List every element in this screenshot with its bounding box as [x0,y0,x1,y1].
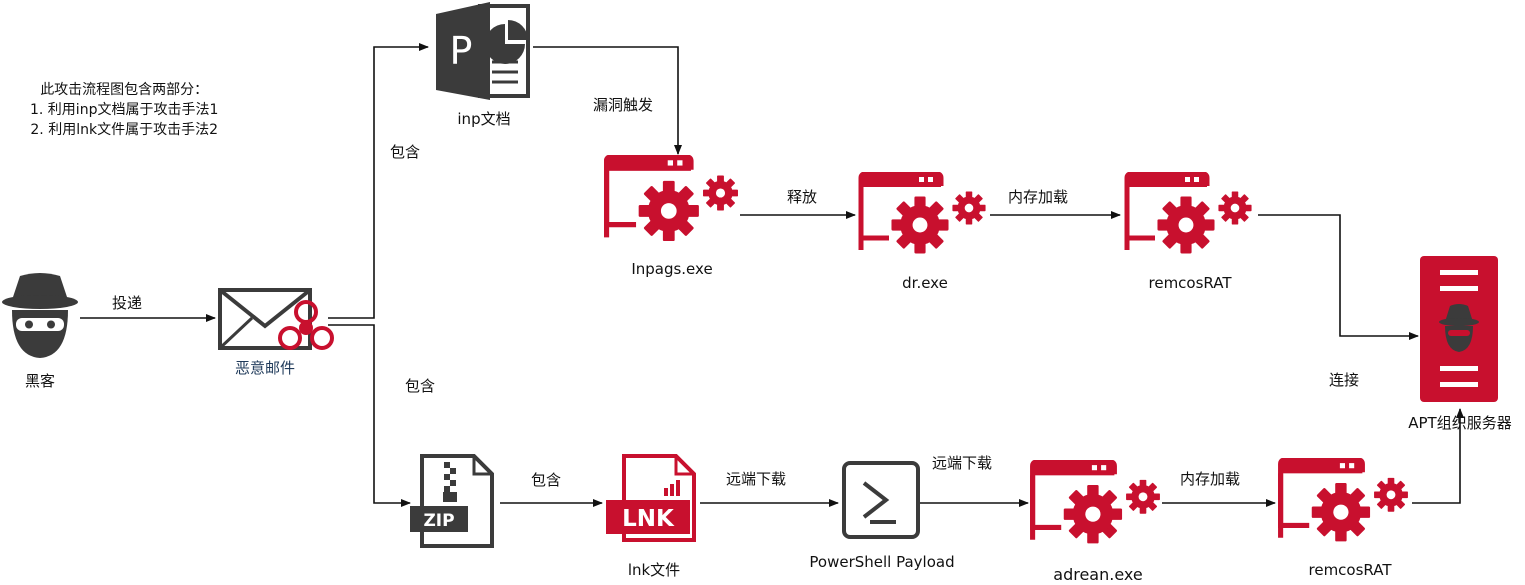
inpags-label: Inpags.exe [631,260,712,278]
edge-label-deliver: 投递 [112,294,142,312]
dr-exe-icon [861,174,986,254]
inp-doc-label: inp文档 [457,110,510,128]
edge-label-contain-bottom: 包含 [405,377,435,395]
edge-email-to-zip [328,324,411,507]
edge-label-contain-top: 包含 [390,143,420,161]
note-line-1: 1. 利用inp文档属于攻击手法1 [30,102,219,118]
zip-file-icon [410,454,494,548]
inp-document-icon [436,2,530,100]
hacker-icon [2,273,78,358]
remcos-bottom-label: remcosRAT [1309,561,1393,579]
edges [80,43,1464,507]
remcos-bottom-icon [1281,460,1408,541]
lnk-badge-label: LNK [622,506,675,532]
adrean-label: adrean.exe [1053,565,1142,584]
server-icon [1420,256,1498,402]
edge-label-release: 释放 [787,188,817,206]
edge-email-to-inp [328,43,429,319]
lnk-file-label: lnk文件 [628,561,680,579]
ppt-letter-icon: P [450,29,473,73]
edge-label-connect: 连接 [1329,371,1359,389]
note-title: 此攻击流程图包含两部分： [40,82,209,98]
adrean-exe-icon [1033,462,1160,543]
diagram-note: 此攻击流程图包含两部分： 1. 利用inp文档属于攻击手法1 2. 利用lnk文… [30,80,218,140]
edge-inp-to-inpags [533,46,682,155]
edge-label-contain-zip: 包含 [531,471,561,489]
edge-label-remote-dl-1: 远端下载 [726,470,786,488]
zip-badge-label: ZIP [423,511,454,531]
edge-remcos-top-to-server [1258,214,1419,340]
edge-label-mem-load-bottom: 内存加载 [1180,470,1240,488]
hacker-label: 黑客 [25,372,55,390]
remcos-top-icon [1127,174,1252,254]
biohazard-icon [278,300,334,350]
powershell-label: PowerShell Payload [809,553,954,571]
edge-remcos-bottom-to-server [1412,408,1464,504]
remcos-top-label: remcosRAT [1149,274,1233,292]
powershell-icon [842,461,920,539]
edge-label-vuln-trigger: 漏洞触发 [593,96,653,114]
edge-label-mem-load-top: 内存加载 [1008,188,1068,206]
server-label: APT组织服务器 [1408,414,1511,432]
edge-label-remote-dl-2: 远端下载 [932,454,992,472]
dr-label: dr.exe [902,274,948,292]
lnk-file-icon [606,454,696,542]
email-label: 恶意邮件 [235,359,295,377]
note-line-2: 2. 利用lnk文件属于攻击手法2 [30,122,218,138]
inpags-exe-icon [607,157,738,241]
